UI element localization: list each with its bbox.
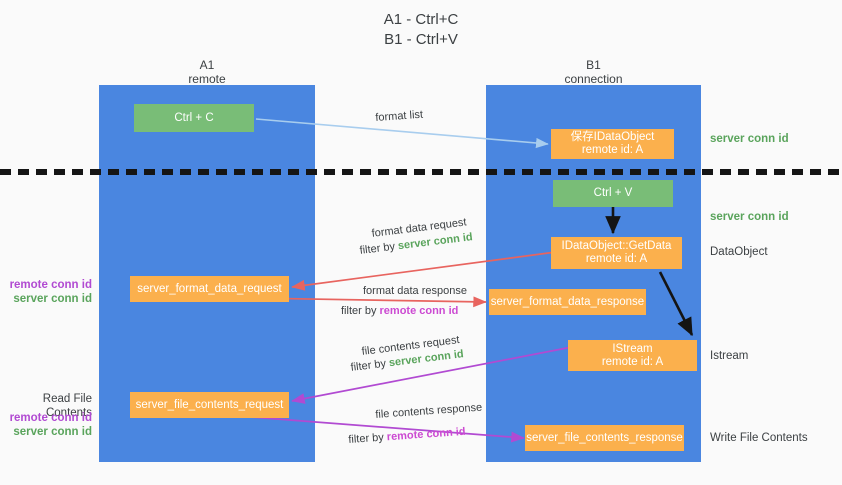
- box-server-format-data-request[interactable]: server_format_data_request: [130, 276, 289, 302]
- title-line-1: A1 - Ctrl+C: [383, 11, 459, 28]
- box-istream-line1: IStream: [612, 342, 653, 355]
- edge-label-file-contents-request-filter-prefix: filter by: [350, 357, 390, 374]
- box-idataobject-getdata-line2: remote id: A: [585, 253, 648, 265]
- box-server-file-contents-response[interactable]: server_file_contents_response: [525, 425, 684, 451]
- left-label-remote-conn-id-lower: remote conn id: [9, 412, 92, 424]
- box-istream-line2: remote id: A: [601, 355, 664, 368]
- edge-label-format-data-response-filter-value: remote conn id: [379, 305, 459, 317]
- right-label-server-conn-id-top: server conn id: [710, 133, 789, 145]
- column-header-b1-sub: connection: [564, 72, 623, 86]
- diagram-title: A1 - Ctrl+C B1 - Ctrl+V: [0, 10, 842, 50]
- column-header-a1-name: A1: [199, 58, 215, 72]
- edge-label-format-data-response-filter: filter by remote conn id: [341, 305, 458, 317]
- right-label-dataobject: DataObject: [710, 246, 768, 258]
- edge-label-format-data-response: format data response: [363, 285, 467, 297]
- edge-label-file-contents-response-filter: filter by remote conn id: [348, 426, 466, 446]
- edge-label-format-data-response-text: format data response: [363, 285, 467, 297]
- left-label-conn-ids-lower: remote conn id server conn id: [0, 411, 92, 439]
- edge-label-file-contents-response-filter-prefix: filter by: [348, 431, 388, 446]
- left-label-conn-ids-middle: remote conn id server conn id: [0, 278, 92, 306]
- box-ctrl-c[interactable]: Ctrl + C: [134, 104, 254, 132]
- box-server-format-data-response-label: server_format_data_response: [490, 295, 645, 308]
- box-idataobject-getdata[interactable]: IDataObject::GetData remote id: A: [551, 237, 682, 269]
- box-ctrl-c-label: Ctrl + C: [174, 111, 214, 124]
- right-label-istream: Istream: [710, 350, 749, 362]
- box-server-format-data-request-label: server_format_data_request: [137, 282, 282, 295]
- box-server-format-data-response[interactable]: server_format_data_response: [489, 289, 646, 315]
- box-istream[interactable]: IStream remote id: A: [568, 340, 697, 371]
- title-line-2: B1 - Ctrl+V: [384, 31, 458, 48]
- box-idataobject-getdata-line1: IDataObject::GetData: [561, 240, 672, 252]
- left-label-server-conn-id-middle: server conn id: [13, 293, 92, 305]
- left-label-read-file-contents: Read File Contents: [42, 393, 92, 419]
- box-server-file-contents-request[interactable]: server_file_contents_request: [130, 392, 289, 418]
- column-header-a1: A1 remote: [99, 58, 315, 86]
- edge-label-file-contents-response: file contents response: [375, 402, 483, 421]
- left-label-remote-conn-id-middle: remote conn id: [9, 279, 92, 291]
- edge-label-file-contents-response-filter-value: remote conn id: [386, 425, 466, 444]
- box-ctrl-v-label: Ctrl + V: [593, 187, 633, 199]
- column-header-b1: B1 connection: [486, 58, 701, 86]
- box-server-file-contents-request-label: server_file_contents_request: [135, 398, 284, 411]
- edge-label-format-list-text: format list: [375, 108, 424, 124]
- right-label-write-file-contents: Write File Contents: [710, 432, 808, 444]
- box-ctrl-v[interactable]: Ctrl + V: [553, 180, 673, 207]
- column-header-a1-sub: remote: [188, 72, 226, 86]
- edge-label-format-data-request-filter-prefix: filter by: [359, 240, 399, 257]
- box-server-file-contents-response-label: server_file_contents_response: [526, 431, 683, 444]
- right-label-server-conn-id-second: server conn id: [710, 211, 789, 223]
- column-header-b1-name: B1: [586, 58, 601, 72]
- edge-label-format-list: format list: [375, 109, 423, 124]
- box-save-idataobject-line1: 保存IDataObject: [570, 131, 655, 143]
- edge-label-file-contents-response-text: file contents response: [375, 401, 483, 421]
- left-label-server-conn-id-lower: server conn id: [13, 426, 92, 438]
- box-save-idataobject[interactable]: 保存IDataObject remote id: A: [551, 129, 674, 159]
- box-save-idataobject-line2: remote id: A: [581, 144, 644, 156]
- edge-label-format-data-response-filter-prefix: filter by: [341, 305, 380, 317]
